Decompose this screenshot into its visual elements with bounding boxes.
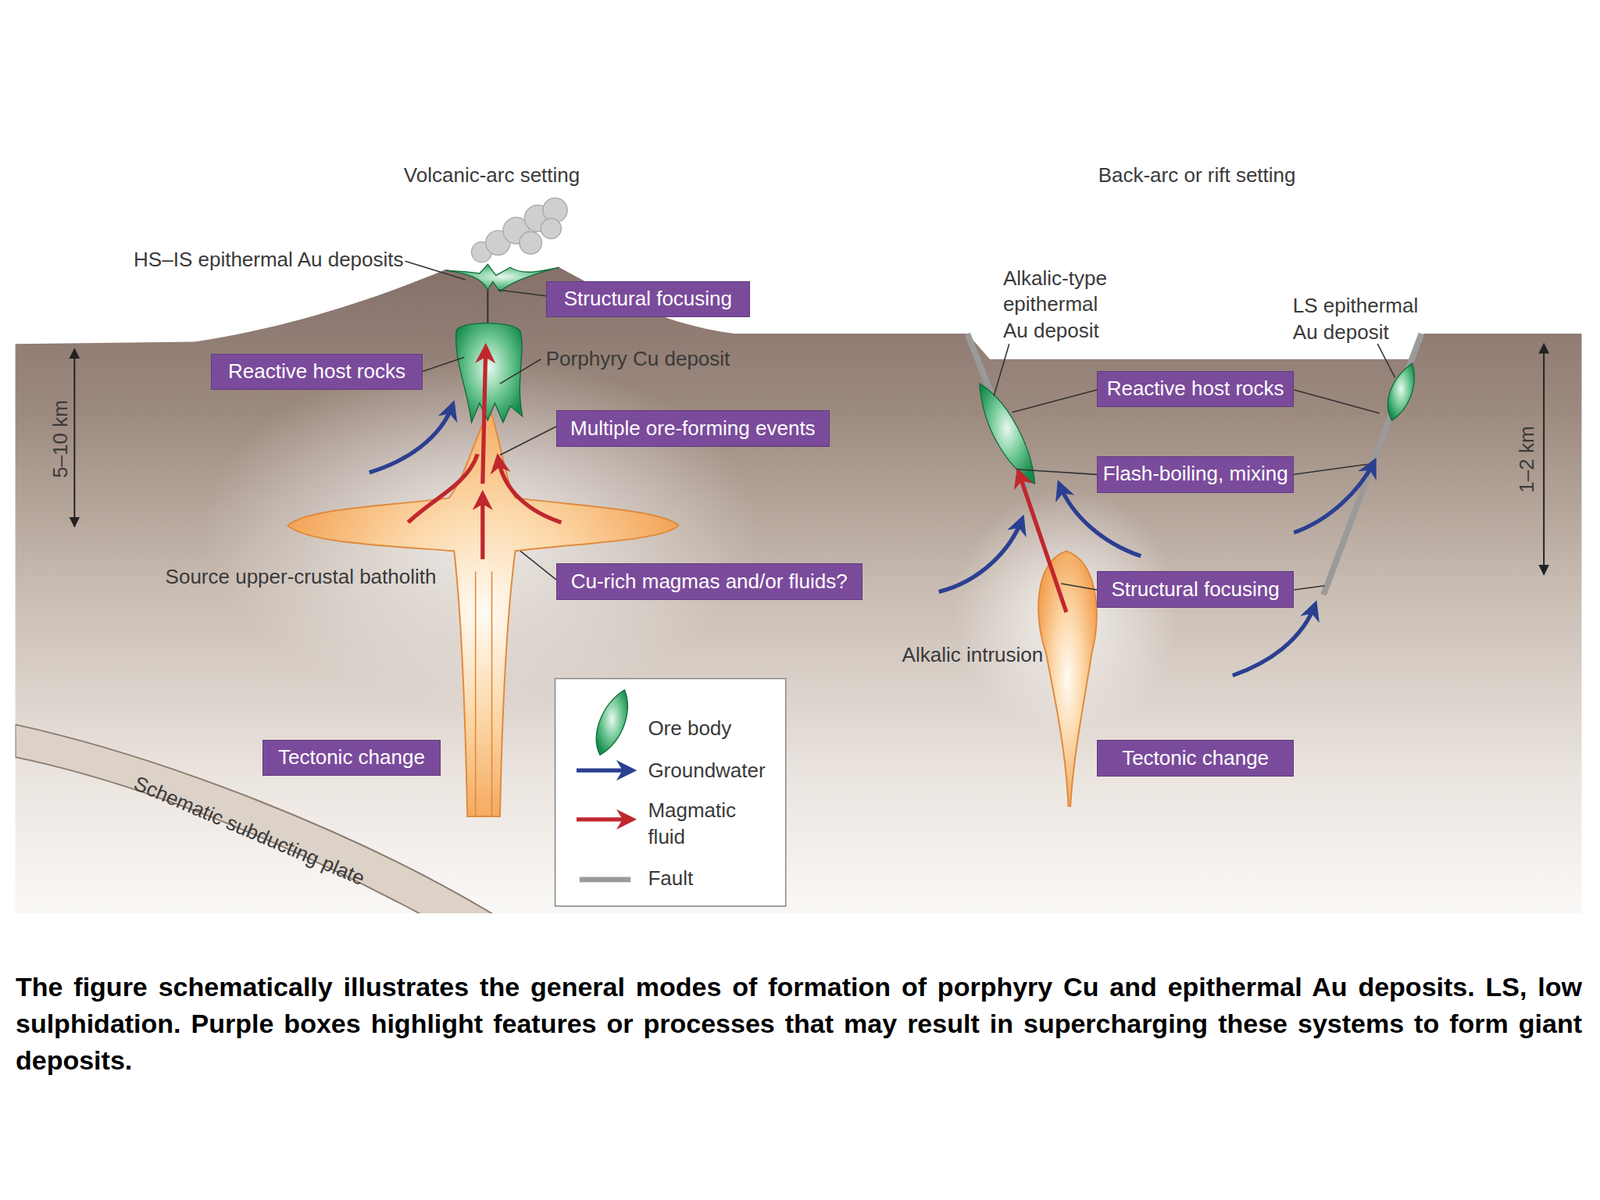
diagram-label: Source upper-crustal batholith (165, 564, 437, 591)
leader-line (500, 426, 557, 456)
feature-text: Reactive host rocks (1107, 377, 1285, 401)
subducting-plate (15, 724, 500, 914)
feature-box: Cu-rich magmas and/or fluids? (556, 563, 863, 600)
groundwater-arrow (1293, 460, 1375, 533)
feature-text: Flash-boiling, mixing (1103, 462, 1289, 486)
legend-ore-sample (596, 689, 628, 756)
diagram-label: Schematic subducting plate (129, 771, 369, 893)
feature-text: Reactive host rocks (228, 360, 406, 384)
alkalic-ore-body (979, 383, 1036, 484)
leader-line (405, 260, 466, 280)
feature-box: Reactive host rocks (1096, 371, 1294, 408)
groundwater-arrow (1059, 483, 1141, 557)
feature-text: Multiple ore-forming events (570, 417, 816, 441)
leader-line (993, 343, 1010, 397)
legend-label: Ore body (647, 715, 732, 743)
legend-label: Groundwater (647, 758, 765, 786)
diagram-label: Porphyry Cu deposit (546, 346, 731, 373)
magmatic-fluid-arrow (407, 453, 478, 523)
groundwater-arrow (369, 403, 454, 473)
diagram-label: HS–IS epithermal Au deposits (133, 246, 404, 274)
feature-text: Cu-rich magmas and/or fluids? (571, 570, 848, 594)
feature-box: Structural focusing (546, 281, 750, 318)
magmatic-fluid-arrow (497, 457, 561, 523)
diagram-label: 1–2 km (1514, 425, 1541, 493)
feature-text: Structural focusing (564, 287, 733, 311)
leader-line (1293, 389, 1380, 414)
legend-groundwater-sample (576, 768, 633, 773)
groundwater-arrow (1232, 603, 1316, 675)
leader-lines (405, 260, 1396, 590)
legend-box (555, 678, 786, 907)
feature-text: Tectonic change (278, 746, 425, 770)
legend-magmatic-sample (576, 817, 633, 822)
diagram-label: Alkalic-type epithermal Au deposit (1003, 265, 1117, 345)
depth-scale-arrow (1542, 343, 1545, 575)
plume-puff (519, 231, 543, 254)
figure-caption: The figure schematically illustrates the… (15, 968, 1583, 1079)
leader-line (1060, 583, 1097, 590)
feature-box: Reactive host rocks (210, 353, 422, 390)
leader-line (1012, 389, 1097, 413)
subducting-plate-band (15, 724, 500, 914)
porphyry-ore-body (456, 323, 523, 423)
leader-line (497, 289, 546, 297)
diagram-label: Volcanic-arc setting (403, 162, 580, 190)
leader-line (520, 550, 557, 580)
depth-scale-arrow (73, 349, 75, 527)
groundwater-arrow (939, 518, 1023, 593)
leader-line (1016, 469, 1097, 475)
magmatic-fluid-arrow (1018, 471, 1067, 612)
feature-box: Flash-boiling, mixing (1096, 456, 1294, 493)
magmatic-fluid-arrow (480, 493, 485, 560)
leader-line (1293, 464, 1368, 475)
plume-puff (540, 218, 561, 240)
leader-line (422, 357, 465, 372)
leader-line (500, 359, 541, 384)
feeder-dike-line (491, 571, 493, 816)
feeder-dike-line (475, 571, 477, 816)
diagram-label: Alkalic intrusion (902, 642, 1044, 669)
volcanic-plume (471, 197, 568, 262)
legend-label: Fault (647, 865, 693, 893)
feature-text: Tectonic change (1121, 746, 1269, 771)
feature-box: Structural focusing (1096, 571, 1294, 608)
leader-line (1377, 343, 1395, 378)
alkalic-intrusion (1038, 550, 1097, 807)
feature-text: Structural focusing (1110, 578, 1279, 602)
feature-box: Tectonic change (262, 739, 442, 776)
feature-box: Tectonic change (1096, 739, 1294, 777)
magmatic-fluid-arrow (482, 346, 486, 484)
leader-line (1293, 585, 1325, 590)
legend-label: Magmatic fluid (647, 798, 750, 852)
diagram-label: 5–10 km (47, 400, 75, 479)
diagram-label: Back-arc or rift setting (1098, 162, 1297, 190)
feature-box: Multiple ore-forming events (556, 410, 830, 447)
diagram-label: LS epithermal Au deposit (1292, 292, 1430, 347)
legend-fault-sample (579, 877, 631, 883)
epithermal-ore-body (446, 264, 560, 292)
